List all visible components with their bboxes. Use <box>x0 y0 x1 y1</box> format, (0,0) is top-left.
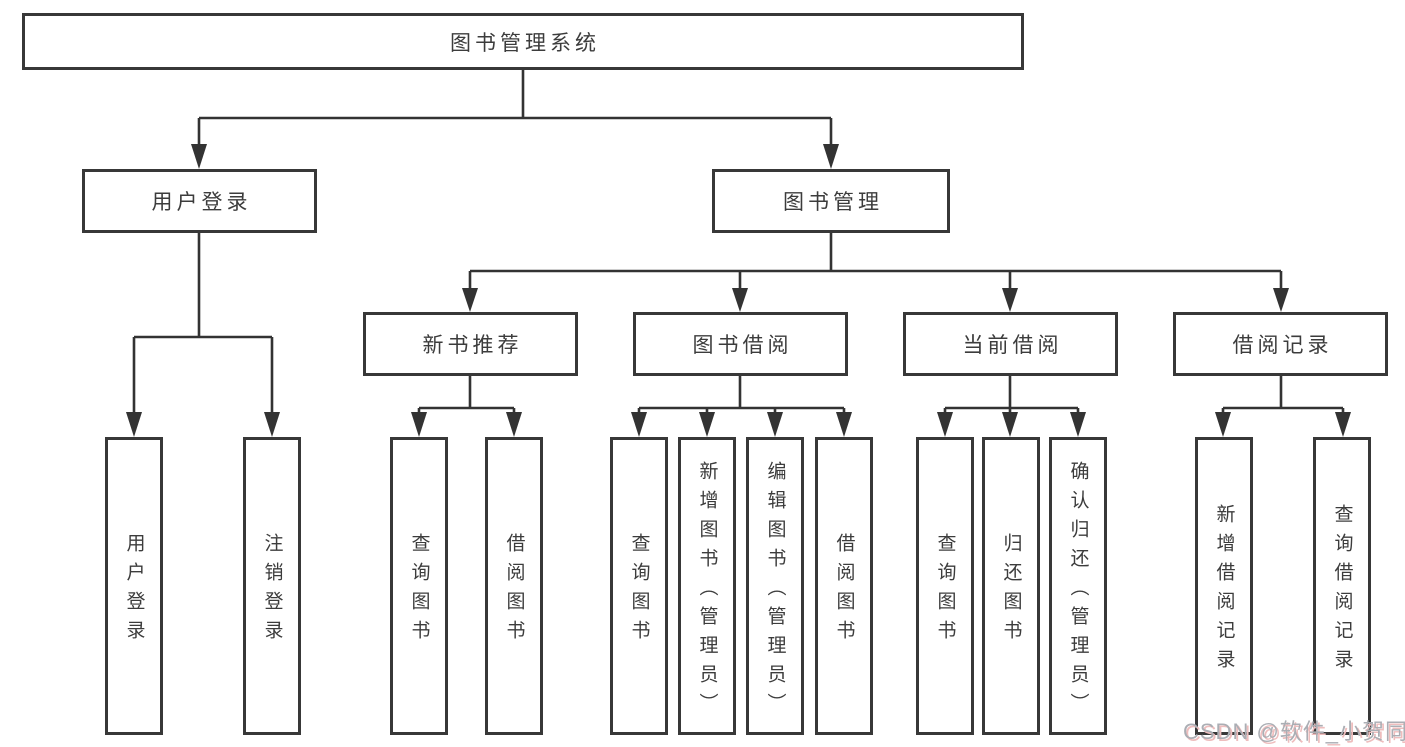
leaf-borrow-books-1: 借阅图书 <box>485 437 543 735</box>
node-borrow-records: 借阅记录 <box>1173 312 1388 376</box>
node-new-book-recommend-label: 新书推荐 <box>422 334 523 357</box>
node-user-login: 用户登录 <box>82 169 317 233</box>
leaf-add-books-admin-label: 新增图书（管理员） <box>696 460 718 722</box>
leaf-query-books-3-label: 查询图书 <box>934 533 956 649</box>
csdn-watermark: CSDN @软件_小贺同学 <box>1183 719 1405 744</box>
node-borrow-records-label: 借阅记录 <box>1232 334 1333 357</box>
connector-new-book-children <box>411 376 522 437</box>
leaf-logout-label: 注销登录 <box>261 533 283 649</box>
connector-borrow-record-children <box>1215 376 1351 437</box>
leaf-borrow-books-1-label: 借阅图书 <box>503 533 525 649</box>
leaf-add-borrow-record: 新增借阅记录 <box>1195 437 1253 735</box>
node-book-management: 图书管理 <box>712 169 950 233</box>
leaf-logout: 注销登录 <box>243 437 301 735</box>
node-current-borrow-label: 当前借阅 <box>962 334 1063 357</box>
leaf-confirm-return-admin-label: 确认归还（管理员） <box>1067 460 1089 722</box>
leaf-query-borrow-record: 查询借阅记录 <box>1313 437 1371 735</box>
node-book-borrow-label: 图书借阅 <box>692 334 793 357</box>
leaf-confirm-return-admin: 确认归还（管理员） <box>1049 437 1107 735</box>
leaf-query-borrow-record-label: 查询借阅记录 <box>1331 504 1353 678</box>
leaf-add-books-admin: 新增图书（管理员） <box>678 437 736 735</box>
node-book-borrow: 图书借阅 <box>633 312 848 376</box>
leaf-query-books-3: 查询图书 <box>916 437 974 735</box>
node-book-management-label: 图书管理 <box>783 191 883 214</box>
connector-user-login-children <box>126 233 280 437</box>
node-user-login-label: 用户登录 <box>151 191 252 214</box>
leaf-query-books-2: 查询图书 <box>610 437 668 735</box>
node-root-system: 图书管理系统 <box>22 13 1024 70</box>
leaf-edit-books-admin-label: 编辑图书（管理员） <box>764 460 786 722</box>
leaf-user-login: 用户登录 <box>105 437 163 735</box>
leaf-return-books-label: 归还图书 <box>1000 533 1022 649</box>
connector-root-to-level2 <box>191 70 839 169</box>
leaf-borrow-books-2-label: 借阅图书 <box>833 533 855 649</box>
leaf-edit-books-admin: 编辑图书（管理员） <box>746 437 804 735</box>
leaf-user-login-label: 用户登录 <box>123 533 145 649</box>
node-current-borrow: 当前借阅 <box>903 312 1118 376</box>
leaf-query-books-1: 查询图书 <box>390 437 448 735</box>
node-new-book-recommend: 新书推荐 <box>363 312 578 376</box>
leaf-add-borrow-record-label: 新增借阅记录 <box>1213 504 1235 678</box>
leaf-return-books: 归还图书 <box>982 437 1040 735</box>
connector-book-borrow-children <box>631 376 852 437</box>
leaf-query-books-1-label: 查询图书 <box>408 533 430 649</box>
connector-current-borrow-children <box>937 376 1086 437</box>
leaf-borrow-books-2: 借阅图书 <box>815 437 873 735</box>
leaf-query-books-2-label: 查询图书 <box>628 533 650 649</box>
connector-book-mgmt-children <box>462 233 1289 312</box>
node-root-system-label: 图书管理系统 <box>450 31 600 55</box>
